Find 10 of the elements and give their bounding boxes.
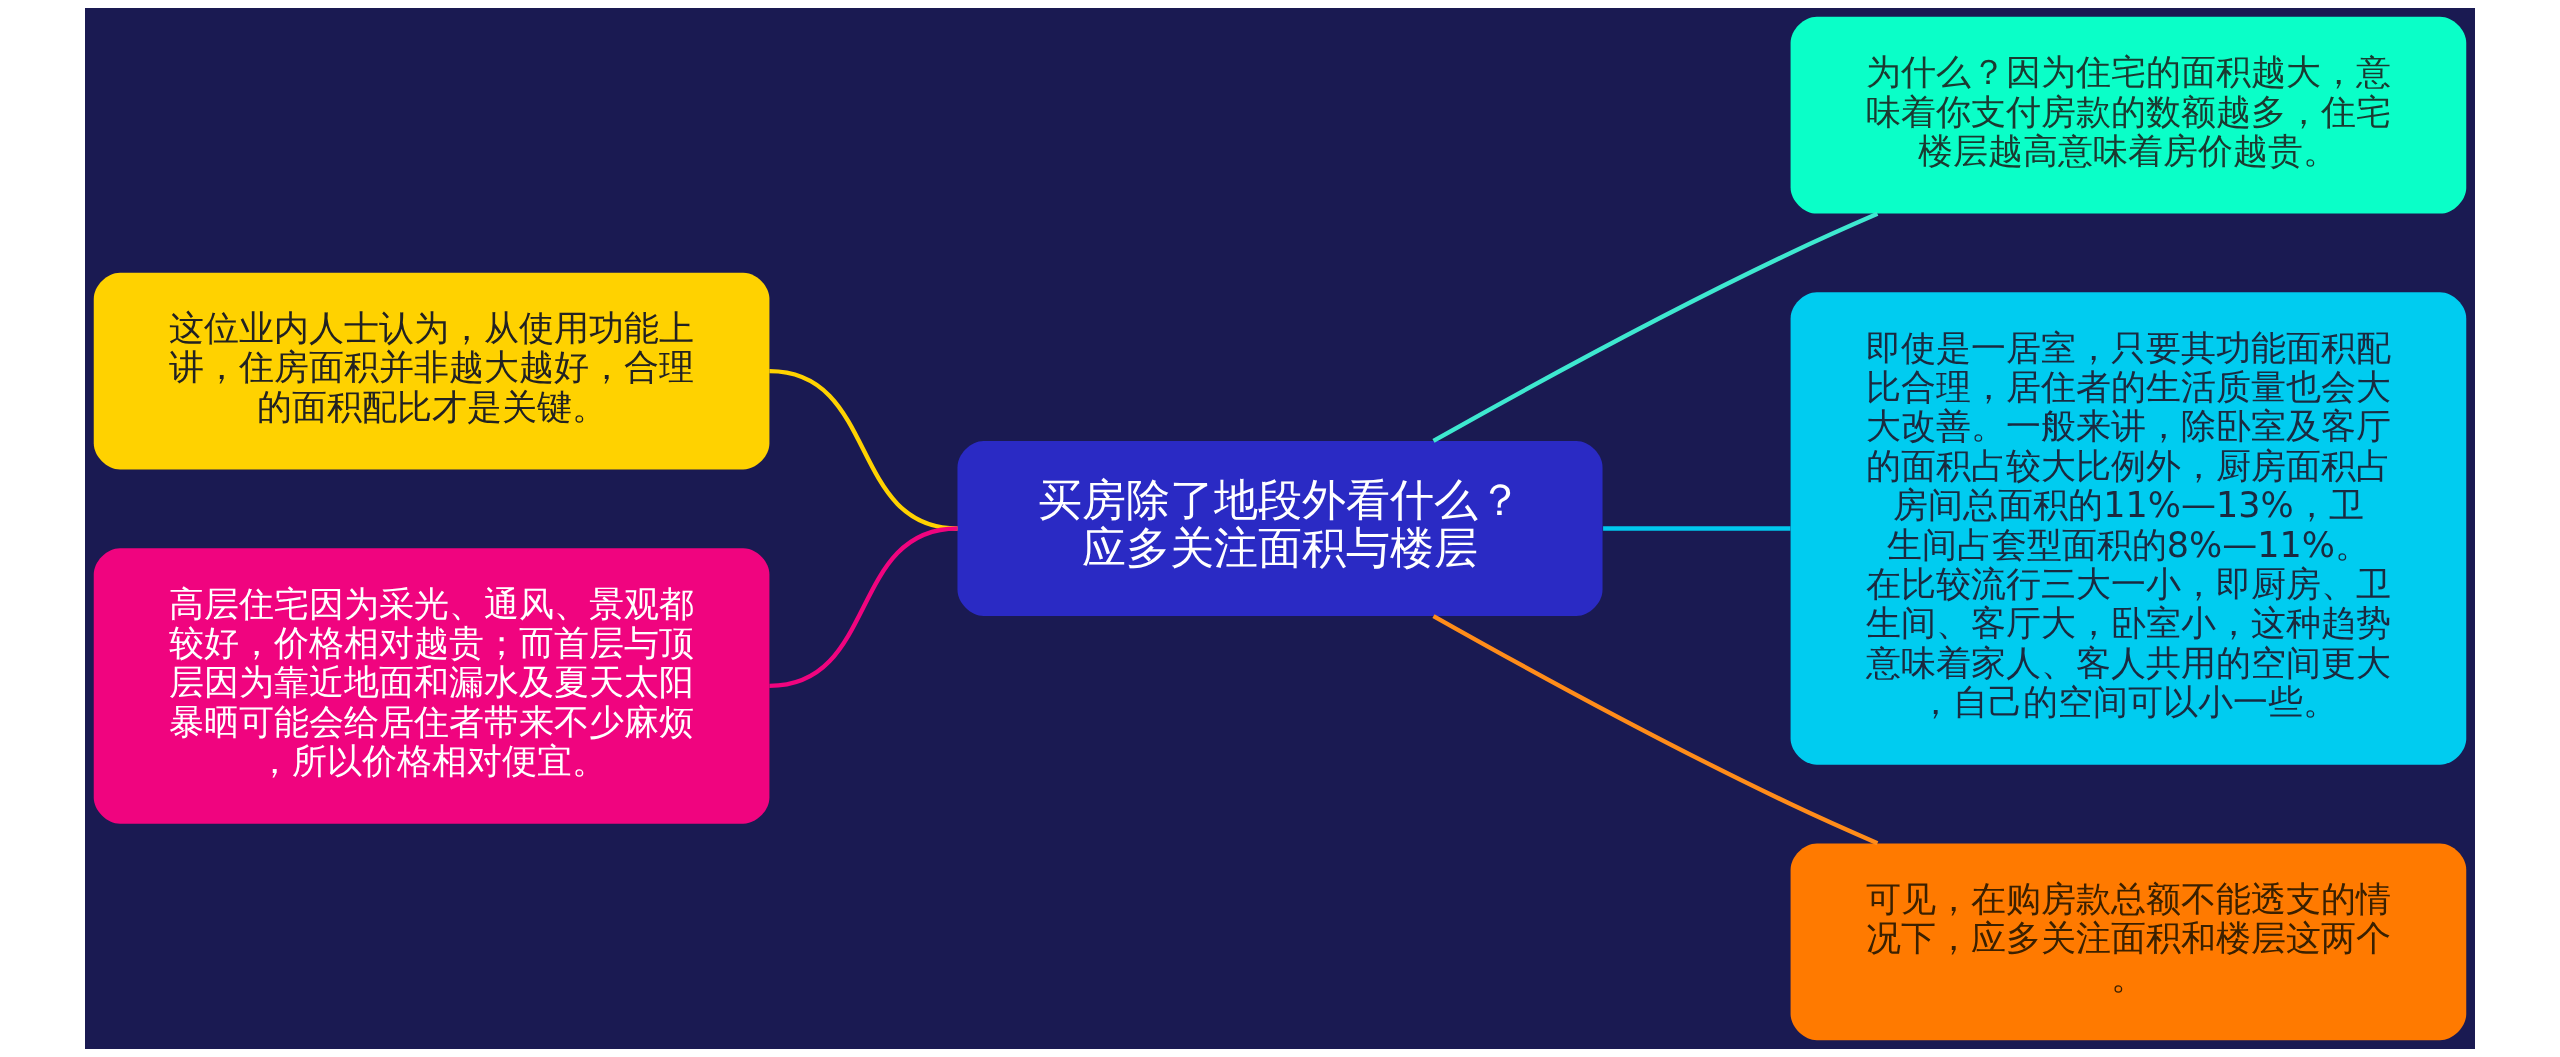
node-box: 即使是一居室，只要其功能面积配比合理，居住者的生活质量也会大大改善。一般来讲，除卧室及客厅的面积占较大比例外，厨房面积占房间总面积的11%—13%，卫生间占套型面积的8%—11%。在比较流行三大一小，即厨房、卫生间、客厅大，卧室小，这种趋势意味着家人、客人共用的空间更大，自己的空间可以小一些。 bbox=[1790, 292, 2467, 765]
connector bbox=[1603, 526, 1791, 531]
node-box: 高层住宅因为采光、通风、景观都较好，价格相对越贵；而首层与顶层因为靠近地面和漏水及夏天太阳暴晒可能会给居住者带来不少麻烦，所以价格相对便宜。 bbox=[93, 548, 770, 824]
node-box: 买房除了地段外看什么？应多关注面积与楼层 bbox=[957, 441, 1603, 616]
connector bbox=[1432, 614, 1879, 846]
connector bbox=[1432, 211, 1879, 443]
node-box: 为什么？因为住宅的面积越大，意味着你支付房款的数额越多，住宅楼层越高意味着房价越贵。 bbox=[1790, 16, 2467, 214]
node-box: 可见，在购房款总额不能透支的情况下，应多关注面积和楼层这两个。 bbox=[1790, 843, 2467, 1041]
node-box: 这位业内人士认为，从使用功能上讲，住房面积并非越大越好，合理的面积配比才是关键。 bbox=[93, 272, 770, 470]
connector bbox=[769, 526, 958, 689]
